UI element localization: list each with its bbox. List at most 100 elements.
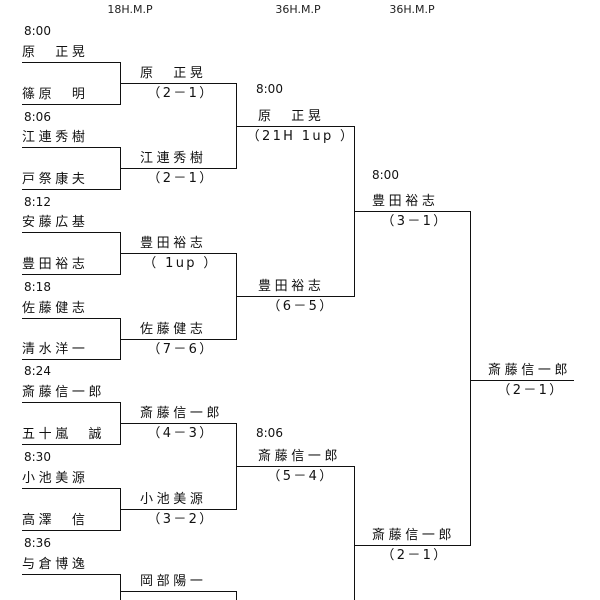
player-line-stub <box>110 189 120 190</box>
bracket-connector <box>120 423 136 424</box>
winner-line <box>136 168 222 169</box>
player-line <box>22 574 110 575</box>
winner-line <box>254 296 340 297</box>
player-line-stub <box>110 274 120 275</box>
winner-line <box>136 509 222 510</box>
winner-line-stub <box>222 83 236 84</box>
match-score: （2－1） <box>147 171 215 186</box>
player-line-stub <box>110 104 120 105</box>
winner-line-stub <box>222 423 236 424</box>
bracket-connector <box>236 466 254 467</box>
round3-winner: 斎藤信一郎 <box>258 449 342 464</box>
player-name: 篠原 明 <box>22 87 89 102</box>
tee-time: 8:30 <box>24 450 51 464</box>
round2-winner: 江連秀樹 <box>140 151 207 166</box>
round2-winner: 原 正晃 <box>140 66 207 81</box>
winner-line <box>370 211 456 212</box>
player-name: 江連秀樹 <box>22 130 89 145</box>
player-line <box>22 274 110 275</box>
bracket-connector <box>120 574 121 600</box>
player-name: 五十嵐 誠 <box>22 427 106 442</box>
player-line <box>22 147 110 148</box>
winner-line <box>136 591 222 592</box>
player-name: 斎藤信一郎 <box>22 385 106 400</box>
round4-winner: 豊田裕志 <box>372 194 439 209</box>
match-score: （21H 1up ） <box>246 129 356 144</box>
player-name: 安藤広基 <box>22 215 89 230</box>
bracket-connector <box>470 211 471 546</box>
round3-winner: 豊田裕志 <box>258 279 325 294</box>
player-line <box>22 402 110 403</box>
match-score: （2－1） <box>381 548 449 563</box>
round2-winner: 豊田裕志 <box>140 236 207 251</box>
winner-line <box>136 83 222 84</box>
round-header-36hmp-1: 36H.M.P <box>275 3 321 16</box>
bracket-connector <box>354 545 370 546</box>
player-line-stub <box>110 402 120 403</box>
player-name: 与倉博逸 <box>22 557 89 572</box>
player-name: 清水洋一 <box>22 342 89 357</box>
player-name: 豊田裕志 <box>22 257 89 272</box>
winner-line <box>254 126 340 127</box>
winner-line <box>254 466 340 467</box>
player-line-stub <box>110 232 120 233</box>
bracket-connector <box>354 211 370 212</box>
player-line <box>22 530 110 531</box>
winner-line-stub <box>456 211 470 212</box>
winner-line <box>370 545 456 546</box>
bracket-connector <box>236 296 254 297</box>
player-line <box>22 62 110 63</box>
match-score: （2－1） <box>147 86 215 101</box>
winner-line <box>136 253 222 254</box>
round2-winner: 岡部陽一 <box>140 574 207 589</box>
player-name: 小池美源 <box>22 471 89 486</box>
bracket-connector <box>354 466 355 600</box>
winner-line-stub <box>222 339 236 340</box>
player-name: 戸祭康夫 <box>22 172 89 187</box>
player-line <box>22 232 110 233</box>
player-line <box>22 104 110 105</box>
bracket-connector <box>236 591 237 600</box>
round2-winner: 佐藤健志 <box>140 322 207 337</box>
winner-line-stub <box>340 466 354 467</box>
player-line-stub <box>110 62 120 63</box>
bracket-connector <box>120 591 136 592</box>
tee-time: 8:24 <box>24 364 51 378</box>
tee-time: 8:36 <box>24 536 51 550</box>
round3-winner: 原 正晃 <box>258 109 325 124</box>
round-header-18hmp: 18H.M.P <box>107 3 153 16</box>
bracket-connector <box>120 168 136 169</box>
match-score: （3－1） <box>381 214 449 229</box>
tee-time: 8:06 <box>256 426 283 440</box>
player-name: 佐藤健志 <box>22 301 89 316</box>
tee-time: 8:00 <box>24 24 51 38</box>
match-score: （4－3） <box>147 426 215 441</box>
bracket-connector <box>236 126 254 127</box>
player-name: 高澤 信 <box>22 513 89 528</box>
round4-winner: 斎藤信一郎 <box>372 528 456 543</box>
player-line <box>22 444 110 445</box>
bracket-connector <box>120 509 136 510</box>
bracket-connector <box>120 83 136 84</box>
round2-winner: 小池美源 <box>140 492 207 507</box>
bracket-connector <box>470 380 488 381</box>
winner-line-stub <box>456 545 470 546</box>
winner-line-stub <box>222 509 236 510</box>
player-name: 原 正晃 <box>22 45 89 60</box>
tee-time: 8:06 <box>24 110 51 124</box>
player-line-stub <box>110 444 120 445</box>
match-score: （ 1up ） <box>143 256 219 271</box>
match-score: （5－4） <box>267 469 335 484</box>
tee-time: 8:00 <box>372 168 399 182</box>
winner-line-stub <box>340 126 354 127</box>
player-line-stub <box>110 488 120 489</box>
player-line <box>22 318 110 319</box>
winner-line-stub <box>222 591 236 592</box>
tee-time: 8:12 <box>24 195 51 209</box>
match-score: （3－2） <box>147 512 215 527</box>
champion-line <box>488 380 574 381</box>
player-line-stub <box>110 359 120 360</box>
player-line-stub <box>110 574 120 575</box>
tee-time: 8:18 <box>24 280 51 294</box>
